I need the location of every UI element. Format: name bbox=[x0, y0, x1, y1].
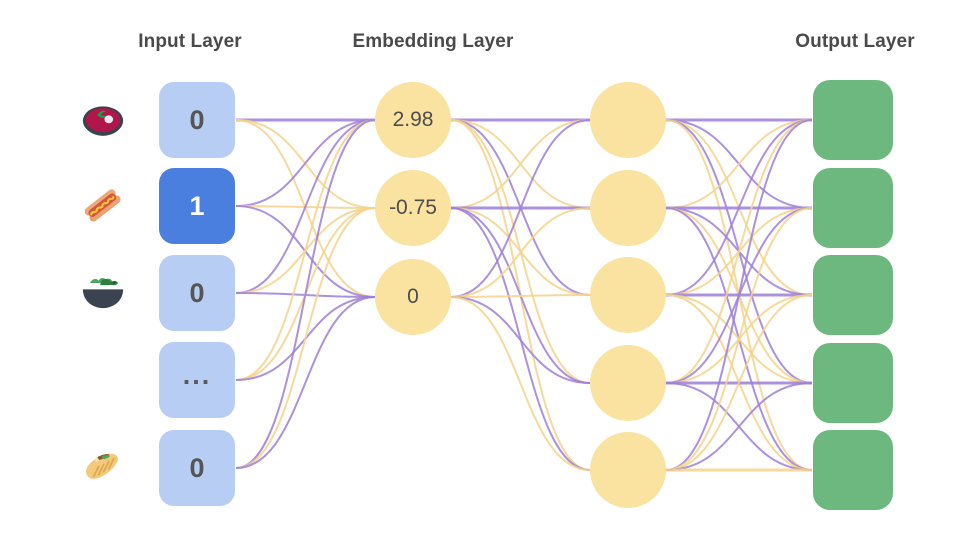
input-to-embedding-edge bbox=[235, 119, 376, 469]
embedding-to-hidden-edge bbox=[450, 296, 591, 471]
input-to-embedding-edge bbox=[235, 119, 376, 294]
embedding-node-2[interactable]: -0.75 bbox=[375, 170, 451, 246]
output-node-4[interactable] bbox=[813, 343, 893, 423]
embedding-node-3[interactable]: 0 bbox=[375, 259, 451, 335]
hidden-node-1[interactable] bbox=[590, 82, 666, 158]
hidden-to-output-edge bbox=[665, 119, 813, 296]
hidden-to-output-edge bbox=[665, 294, 813, 471]
output-layer-title: Output Layer bbox=[795, 31, 915, 52]
hidden-to-output-edge bbox=[665, 207, 813, 471]
input-node-3[interactable]: 0 bbox=[159, 255, 235, 331]
input-layer-title: Input Layer bbox=[138, 31, 242, 52]
embedding-to-hidden-edge bbox=[450, 207, 591, 298]
hidden-to-output-edge bbox=[665, 382, 813, 471]
hidden-node-2[interactable] bbox=[590, 170, 666, 246]
embedding-to-hidden-edge bbox=[450, 296, 591, 384]
hot-dog-icon bbox=[75, 178, 131, 234]
embedding-node-1[interactable]: 2.98 bbox=[375, 82, 451, 158]
output-node-1[interactable] bbox=[813, 80, 893, 160]
hidden-to-output-edge bbox=[665, 119, 813, 209]
output-node-2[interactable] bbox=[813, 168, 893, 248]
burrito-icon bbox=[75, 440, 131, 496]
hidden-node-4[interactable] bbox=[590, 345, 666, 421]
embedding-to-hidden-edge bbox=[450, 119, 591, 209]
input-node-2[interactable]: 1 bbox=[159, 168, 235, 244]
green-salad-icon bbox=[75, 265, 131, 321]
input-node-5[interactable]: 0 bbox=[159, 430, 235, 506]
input-to-embedding-edge bbox=[235, 207, 376, 469]
input-to-embedding-edge bbox=[235, 119, 376, 381]
embedding-layer-title: Embedding Layer bbox=[352, 31, 514, 52]
embedding-to-hidden-edge bbox=[450, 294, 591, 298]
stew-bowl-icon bbox=[75, 92, 131, 148]
embedding-to-hidden-edge bbox=[450, 119, 591, 298]
input-node-1[interactable]: 0 bbox=[159, 82, 235, 158]
input-to-embedding-edge bbox=[235, 119, 376, 207]
hidden-to-output-edge bbox=[665, 119, 813, 471]
hidden-node-3[interactable] bbox=[590, 257, 666, 333]
hidden-to-output-edge bbox=[665, 119, 813, 384]
input-node-4[interactable]: ... bbox=[159, 342, 235, 418]
hidden-node-5[interactable] bbox=[590, 432, 666, 508]
output-node-3[interactable] bbox=[813, 255, 893, 335]
input-to-embedding-edge bbox=[235, 296, 376, 469]
output-node-5[interactable] bbox=[813, 430, 893, 510]
blank-icon bbox=[75, 352, 131, 408]
